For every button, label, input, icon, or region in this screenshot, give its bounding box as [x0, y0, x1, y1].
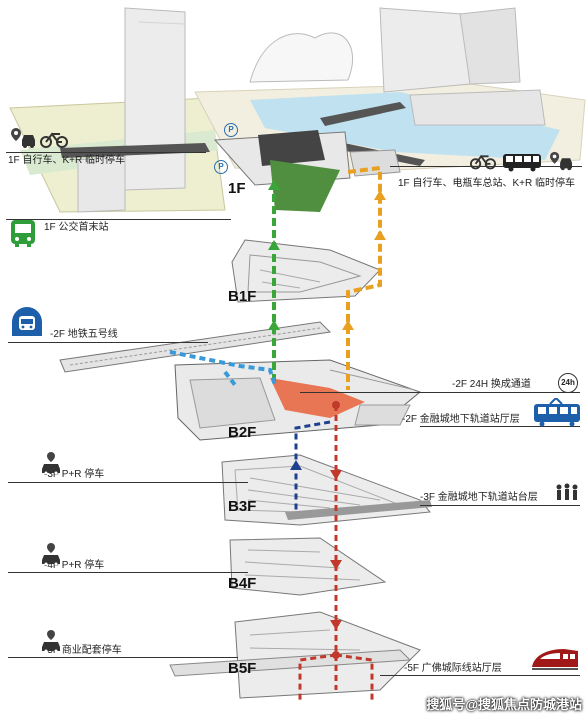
bus-icon — [503, 154, 541, 172]
leader-5f-intercity — [380, 675, 580, 676]
label-hall-2f: -2F 金融城地下轨道站厅层 — [402, 414, 520, 425]
label-5f-commercial: -5F 商业配套停车 — [44, 645, 122, 656]
tower-left — [124, 7, 186, 191]
bridge-west — [60, 143, 210, 158]
parking-pin-icon — [550, 151, 572, 171]
transfer-passage — [270, 378, 365, 418]
watermark: 搜狐号@搜狐焦点防城港站 — [426, 697, 582, 712]
slab-b1f — [231, 239, 381, 303]
leader-3f-pr — [8, 482, 248, 483]
tower-right-a — [379, 7, 471, 93]
navy-flow — [294, 420, 331, 512]
level-label-b3f: B3F — [228, 498, 257, 515]
slab-b4f — [229, 537, 387, 596]
label-1f-bus: 1F 公交首末站 — [44, 222, 109, 233]
podium-left — [77, 154, 126, 213]
train-icon — [532, 649, 578, 670]
water — [250, 92, 560, 160]
green-ramp — [270, 160, 340, 212]
orange-flow — [346, 165, 382, 390]
metro-icon — [12, 307, 42, 336]
leader-3f-platform — [420, 505, 580, 506]
parking-pin-icon — [11, 128, 35, 148]
level-label-b1f: B1F — [228, 288, 257, 305]
label-1f-bike-kr: 1F 自行车、K+R 临时停车 — [8, 155, 125, 166]
platform-track — [285, 500, 432, 520]
parking-badge: P — [224, 123, 238, 137]
level-label-b4f: B4F — [228, 575, 257, 592]
leader-1f-bus — [6, 219, 231, 220]
car-icon — [42, 630, 60, 652]
bicycle-icon — [40, 132, 68, 148]
level-label-1f: 1F — [228, 180, 246, 197]
label-passage: -2F 24H 换成通道 — [452, 379, 531, 390]
level-label-b2f: B2F — [228, 424, 257, 441]
parking-badge: P — [214, 160, 228, 174]
leader-metro — [8, 342, 208, 343]
canopy-roof — [249, 32, 354, 83]
level-label-b5f: B5F — [228, 660, 257, 677]
bus-icon — [11, 220, 35, 247]
label-3f-platform: -3F 金融城地下轨道站台层 — [420, 492, 538, 503]
tower-right-b — [459, 7, 521, 85]
tram-icon — [534, 398, 580, 427]
leader-1f-left — [6, 152, 206, 153]
leader-passage — [300, 392, 580, 393]
leader-hall — [420, 426, 580, 427]
label-3f-pr: -3F P+R 停车 — [44, 469, 105, 480]
bridge-northeast — [320, 102, 406, 126]
clock-24h-icon: 24h — [558, 373, 578, 393]
label-4f-pr: -4F P+R 停车 — [44, 560, 105, 571]
car-icon — [42, 543, 60, 565]
car-icon — [42, 452, 60, 474]
label-metro: -2F 地铁五号线 — [50, 329, 118, 340]
podium-right — [409, 89, 546, 126]
leader-4f-pr — [8, 572, 248, 573]
bicycle-icon — [470, 154, 496, 170]
leader-5f-commercial — [8, 657, 238, 658]
crowd-icon — [556, 483, 578, 500]
label-1f-right: 1F 自行车、电瓶车总站、K+R 临时停车 — [398, 178, 575, 189]
station-core — [258, 130, 325, 166]
label-5f-intercity: -5F 广佛城际线站厅层 — [404, 663, 502, 674]
metro-flow — [169, 350, 277, 386]
